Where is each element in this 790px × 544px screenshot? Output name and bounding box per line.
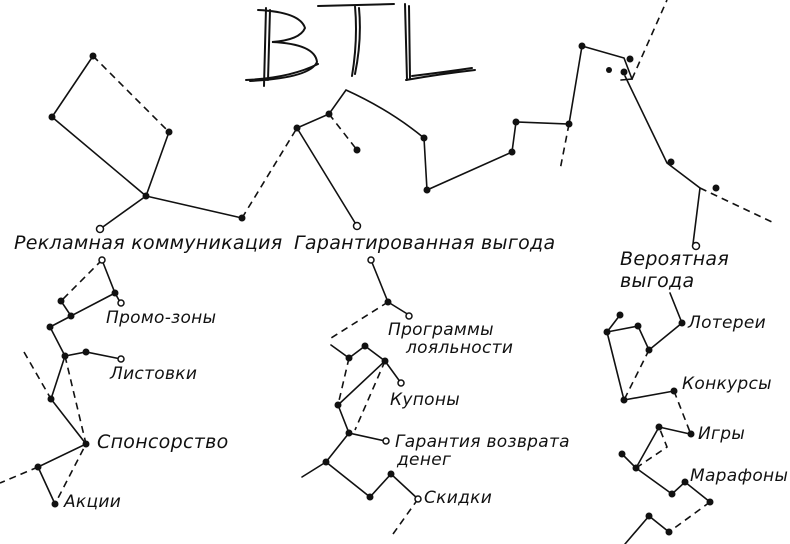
item-coupons: Купоны [390, 390, 460, 410]
item-refund-line2: денег [397, 450, 452, 470]
item-refund-line1: Гарантия возврата [395, 432, 570, 452]
item-lotteries: Лотереи [688, 313, 766, 333]
title-btl-lettering [245, 3, 476, 87]
item-sponsorship: Спонсорство [97, 431, 229, 453]
item-marathons: Марафоны [690, 466, 789, 486]
item-contests: Конкурсы [682, 374, 772, 394]
item-loyalty-line1: Программы [388, 320, 494, 340]
item-games: Игры [698, 424, 746, 444]
item-discounts: Скидки [424, 488, 493, 508]
item-promotions: Акции [64, 492, 122, 512]
item-loyalty-line2: лояльности [406, 338, 514, 358]
category-probable-label-line1: Вероятная [620, 248, 730, 270]
item-promo-zones: Промо-зоны [106, 308, 217, 328]
constellation-guaranteed-items [301, 256, 422, 535]
item-leaflets: Листовки [110, 364, 198, 384]
category-probable-label-line2: выгода [620, 270, 695, 292]
category-guaranteed-label: Гарантированная выгода [294, 232, 556, 254]
category-advertising-label: Рекламная коммуникация [14, 232, 283, 254]
constellation-advertising-items [0, 256, 125, 508]
constellation-probable-items [603, 292, 714, 544]
constellation-guaranteed-top [293, 0, 773, 251]
constellation-advertising-top [48, 52, 298, 234]
